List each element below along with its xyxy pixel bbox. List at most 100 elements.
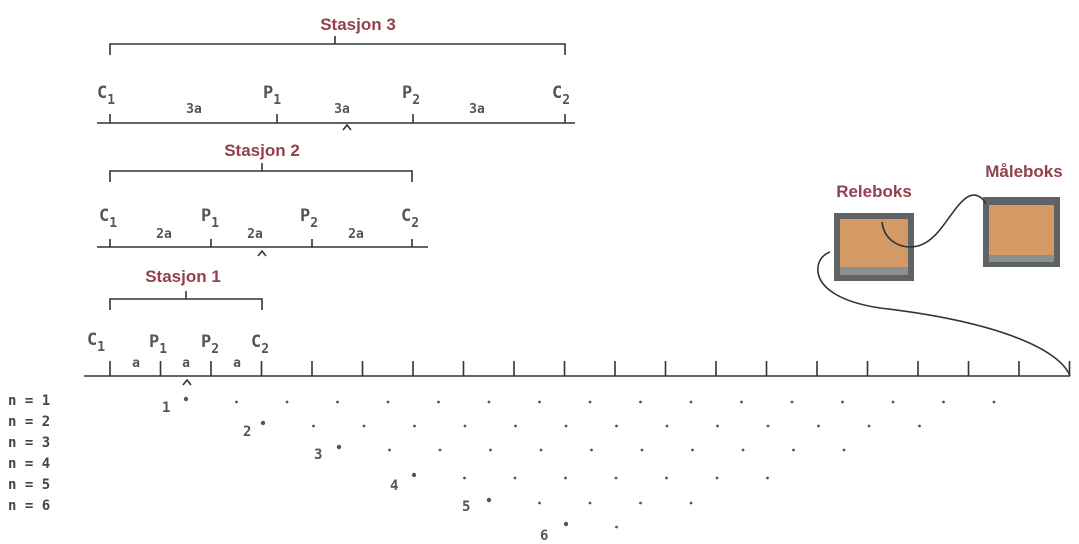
measurement-point-n1 bbox=[235, 400, 238, 404]
level-number-3: 3 bbox=[314, 447, 322, 463]
measurement-point-n2 bbox=[312, 424, 315, 428]
measurement-point-n3 bbox=[388, 448, 391, 452]
measurement-point-n1 bbox=[740, 400, 743, 404]
measurement-point-n4 bbox=[513, 476, 517, 480]
measurement-point-n3 bbox=[741, 448, 745, 452]
station-2-electrode-p1: P1 bbox=[201, 206, 219, 231]
cable-to-relay-box bbox=[817, 251, 1071, 377]
level-label-n4: n = 4 bbox=[8, 456, 50, 472]
measurement-point-n2 bbox=[918, 424, 921, 428]
measurement-point-n4 bbox=[665, 476, 668, 480]
measurement-point-n4 bbox=[463, 476, 466, 480]
measure-box-base bbox=[989, 255, 1054, 262]
station-3-title: Stasjon 3 bbox=[320, 15, 396, 34]
station-3-spacing-2: 3a bbox=[334, 102, 350, 117]
station-1: Stasjon 1 C1 P1 P2 C2 a a a bbox=[87, 267, 269, 371]
station-1-spacing-2: a bbox=[182, 356, 190, 371]
station-1-midpoint-caret bbox=[182, 378, 192, 386]
station-3: Stasjon 3 C1 P1 P2 C2 3a 3a 3a bbox=[97, 15, 575, 131]
station-3-electrode-p1: P1 bbox=[263, 83, 281, 108]
station-2: Stasjon 2 C1 P1 P2 C2 2a 2a 2a bbox=[97, 141, 428, 257]
level-label-n2: n = 2 bbox=[8, 414, 50, 430]
measure-box bbox=[983, 197, 1060, 267]
station-1-electrode-p2: P2 bbox=[201, 332, 219, 357]
measurement-point-n5 bbox=[588, 501, 592, 505]
level-number-4: 4 bbox=[390, 478, 398, 494]
station-3-electrode-c1: C1 bbox=[97, 83, 115, 108]
station-1-electrode-c2: C2 bbox=[251, 332, 269, 357]
level-number-5: 5 bbox=[462, 499, 470, 515]
measurement-point-n1 bbox=[183, 396, 189, 402]
measurement-point-n3 bbox=[640, 448, 644, 452]
station-3-electrode-p2: P2 bbox=[402, 83, 420, 108]
station-3-spacing-1: 3a bbox=[186, 102, 202, 117]
measurement-point-n1 bbox=[992, 400, 996, 404]
level-number-1: 1 bbox=[162, 400, 170, 416]
relay-box-label: Releboks bbox=[836, 182, 912, 201]
measurement-point-n3 bbox=[842, 448, 846, 452]
measurement-point-n3 bbox=[539, 448, 543, 452]
station-2-midpoint-caret bbox=[257, 249, 267, 257]
measurement-point-n2 bbox=[665, 424, 669, 428]
pseudosection: n = 1 n = 2 n = 3 n = 4 n = 5 n = 6 1 2 … bbox=[8, 393, 996, 544]
measurement-point-n4 bbox=[411, 472, 417, 478]
measurement-point-n3 bbox=[590, 448, 593, 452]
measurement-point-n1 bbox=[639, 400, 642, 404]
measurement-point-n4 bbox=[715, 476, 719, 480]
measurement-point-n2 bbox=[514, 424, 517, 428]
station-2-spacing-1: 2a bbox=[156, 227, 172, 242]
station-2-spacing-3: 2a bbox=[348, 227, 364, 242]
measurement-point-n3 bbox=[792, 448, 795, 452]
station-3-electrode-c2: C2 bbox=[552, 83, 570, 108]
measurement-point-n5 bbox=[538, 501, 541, 505]
measurement-point-n1 bbox=[487, 400, 491, 404]
measurement-point-n5 bbox=[689, 501, 693, 505]
measurement-point-n4 bbox=[614, 476, 618, 480]
measurement-point-n1 bbox=[588, 400, 592, 404]
measurement-point-n4 bbox=[766, 476, 769, 480]
measurement-point-n3 bbox=[336, 444, 342, 450]
station-2-electrode-c1: C1 bbox=[99, 206, 117, 231]
station-3-midpoint-caret bbox=[342, 123, 352, 131]
level-label-n3: n = 3 bbox=[8, 435, 50, 451]
measurement-point-n1 bbox=[942, 400, 945, 404]
measurement-point-n1 bbox=[538, 400, 541, 404]
measure-box-label: Måleboks bbox=[985, 162, 1062, 181]
measurement-point-n2 bbox=[362, 424, 366, 428]
measurement-point-n6 bbox=[563, 521, 569, 527]
measurement-point-n2 bbox=[260, 420, 266, 426]
measurement-point-n3 bbox=[691, 448, 694, 452]
station-1-bracket bbox=[109, 298, 263, 310]
measurement-point-n1 bbox=[336, 400, 339, 404]
relay-box-panel bbox=[840, 219, 908, 267]
measurement-point-n1 bbox=[841, 400, 844, 404]
station-3-bracket bbox=[109, 43, 566, 55]
station-2-bracket bbox=[109, 170, 413, 182]
measurement-point-n2 bbox=[564, 424, 568, 428]
station-1-electrode-p1: P1 bbox=[149, 332, 167, 357]
measurement-point-n3 bbox=[438, 448, 442, 452]
measurement-point-n5 bbox=[486, 497, 492, 503]
measurement-point-n1 bbox=[285, 400, 289, 404]
measurement-point-n1 bbox=[437, 400, 440, 404]
relay-box bbox=[834, 213, 914, 281]
measure-box-panel bbox=[989, 205, 1054, 255]
station-2-electrode-p2: P2 bbox=[300, 206, 318, 231]
level-label-n1: n = 1 bbox=[8, 393, 50, 409]
level-number-2: 2 bbox=[243, 424, 251, 440]
measurement-point-n2 bbox=[817, 424, 820, 428]
measurement-point-n2 bbox=[766, 424, 770, 428]
measurement-point-n1 bbox=[689, 400, 693, 404]
station-2-title: Stasjon 2 bbox=[224, 141, 300, 160]
level-label-n6: n = 6 bbox=[8, 498, 50, 514]
level-label-n5: n = 5 bbox=[8, 477, 50, 493]
measurement-point-n3 bbox=[489, 448, 492, 452]
level-number-6: 6 bbox=[540, 528, 548, 544]
measurement-points bbox=[183, 396, 996, 529]
station-1-spacing-3: a bbox=[233, 356, 241, 371]
instrument-boxes: Releboks Måleboks bbox=[834, 162, 1063, 281]
relay-box-base bbox=[840, 267, 908, 275]
measurement-point-n5 bbox=[639, 501, 642, 505]
measurement-point-n6 bbox=[615, 525, 618, 529]
